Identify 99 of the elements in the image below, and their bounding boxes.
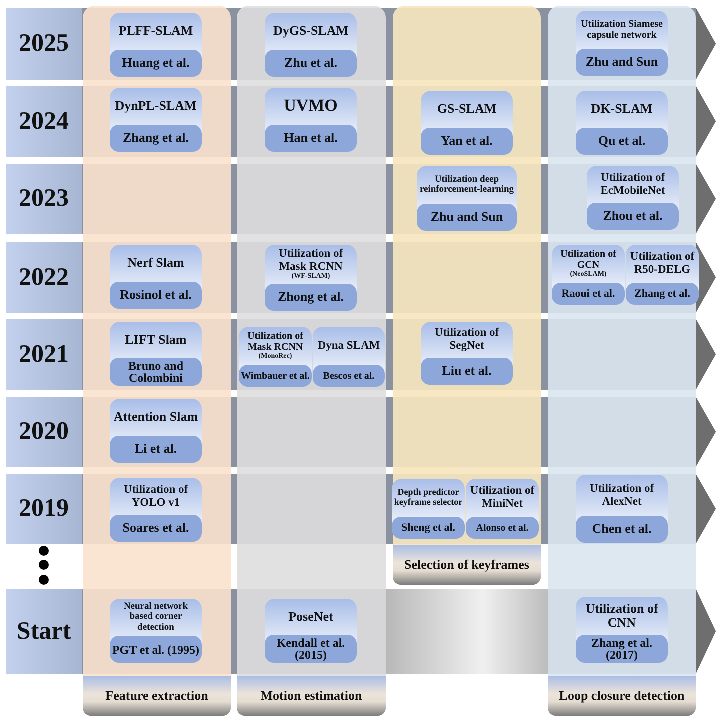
author-pill: PGT et al. (1995)	[110, 636, 202, 663]
author-pill: Zhang et al. (2017)	[576, 635, 668, 663]
method-title: Attention Slam	[114, 410, 198, 425]
author-pill: Sheng et al.	[392, 517, 465, 539]
column-header-label: Selection of keyframes	[393, 545, 541, 585]
method-title: DynPL-SLAM	[115, 99, 197, 114]
year-box	[6, 589, 82, 674]
year-label: 2019	[19, 495, 69, 523]
author-pill: Rosinol et al.	[110, 282, 202, 309]
method-card	[552, 245, 625, 305]
method-card	[265, 599, 357, 663]
method-card	[576, 11, 668, 76]
year-box	[6, 242, 82, 313]
year-label: 2025	[19, 30, 69, 58]
method-card	[576, 597, 668, 663]
author-pill: Soares et al.	[110, 515, 202, 542]
method-card	[466, 479, 539, 539]
category-column	[393, 6, 541, 585]
author-pill: Han et al.	[265, 125, 357, 152]
method-title: DK-SLAM	[591, 102, 653, 117]
author-pill: Huang et al.	[110, 50, 202, 77]
author-pill: Liu et al.	[421, 358, 513, 385]
method-card	[576, 475, 668, 543]
method-title: Utilization of EcMobileNet	[600, 172, 666, 198]
method-title: Utilization of Mask RCNN	[278, 248, 344, 273]
method-title: Utilization of R50-DELG	[629, 251, 696, 277]
column-header-label: Loop closure detection	[548, 676, 696, 716]
method-card	[576, 91, 668, 155]
method-title: Neural network based corner detection	[122, 602, 190, 634]
author-pill: Zhu and Sun	[417, 204, 517, 231]
author-pill: Zhang et al.	[626, 283, 699, 305]
author-pill: Zhong et al.	[265, 284, 357, 311]
author-pill: Li et al.	[110, 436, 202, 463]
year-box	[6, 319, 82, 390]
method-title: Utilization of MiniNet	[469, 485, 536, 511]
year-label: 2024	[19, 108, 69, 136]
method-title: Utilization Siamese capsule network	[580, 19, 664, 41]
author-pill: Zhang et al.	[110, 125, 202, 152]
method-card	[626, 245, 699, 305]
author-pill: Qu et al.	[576, 128, 668, 155]
method-card	[110, 478, 202, 542]
author-pill: Zhu et al.	[265, 50, 357, 77]
method-title: Utilization deep reinforcement-learning	[419, 174, 515, 196]
method-title: Utilization of Mask RCNN	[246, 331, 304, 354]
method-card	[110, 399, 202, 463]
method-title: Utilization of AlexNet	[588, 482, 656, 508]
method-card	[110, 13, 202, 77]
author-pill: Zhou et al.	[587, 203, 679, 230]
year-label: 2020	[19, 418, 69, 446]
method-title: Utilization of GCN	[560, 249, 618, 272]
column-header-label: Motion estimation	[237, 676, 386, 716]
method-card	[392, 479, 465, 539]
method-title: Utilization of CNN	[584, 602, 660, 630]
author-pill: Zhu and Sun	[576, 49, 668, 76]
author-pill: Wimbauer et al.	[239, 365, 312, 387]
method-title: PLFF-SLAM	[118, 24, 194, 39]
category-column	[237, 6, 386, 716]
year-label: 2023	[19, 185, 69, 213]
method-card	[421, 322, 513, 385]
method-title: LIFT Slam	[125, 332, 187, 348]
method-title: Depth predictor keyframe selector	[394, 488, 463, 508]
year-box	[6, 164, 82, 234]
author-pill: Bescos et al.	[313, 365, 385, 387]
year-label: 2022	[19, 264, 69, 292]
method-card	[110, 88, 202, 152]
author-pill: Alonso et al.	[466, 517, 539, 539]
method-title: GS-SLAM	[437, 102, 497, 117]
author-pill: Bruno and Colombini	[110, 358, 202, 386]
method-title: Utilization of SegNet	[434, 327, 500, 353]
method-card	[239, 327, 312, 387]
author-pill: Kendall et al. (2015)	[265, 635, 357, 663]
author-pill: Raoui et al.	[552, 283, 625, 305]
method-card	[110, 245, 202, 309]
method-card	[313, 327, 385, 387]
year-label: 2021	[19, 340, 69, 368]
method-card	[110, 599, 202, 663]
category-column	[83, 6, 231, 716]
method-title: DyGS-SLAM	[273, 24, 349, 39]
column-header-label: Feature extraction	[83, 676, 231, 716]
author-pill: Yan et al.	[421, 128, 513, 155]
method-title: UVMO	[284, 97, 338, 116]
year-box	[6, 8, 82, 80]
method-card	[110, 322, 202, 386]
method-title: Dyna SLAM	[318, 340, 380, 352]
method-title: Utilization of YOLO v1	[122, 484, 190, 510]
category-column	[548, 6, 696, 716]
year-box	[6, 397, 82, 467]
method-card	[265, 88, 357, 152]
author-pill: Chen et al.	[576, 516, 668, 543]
year-box	[6, 474, 82, 544]
method-title: PoseNet	[288, 610, 334, 624]
year-box	[6, 86, 82, 157]
method-card	[265, 13, 357, 77]
method-card	[265, 245, 357, 311]
method-card	[417, 166, 517, 231]
method-title: Nerf Slam	[128, 256, 184, 271]
method-card	[421, 91, 513, 155]
method-card	[587, 166, 679, 230]
year-label: Start	[16, 618, 72, 646]
